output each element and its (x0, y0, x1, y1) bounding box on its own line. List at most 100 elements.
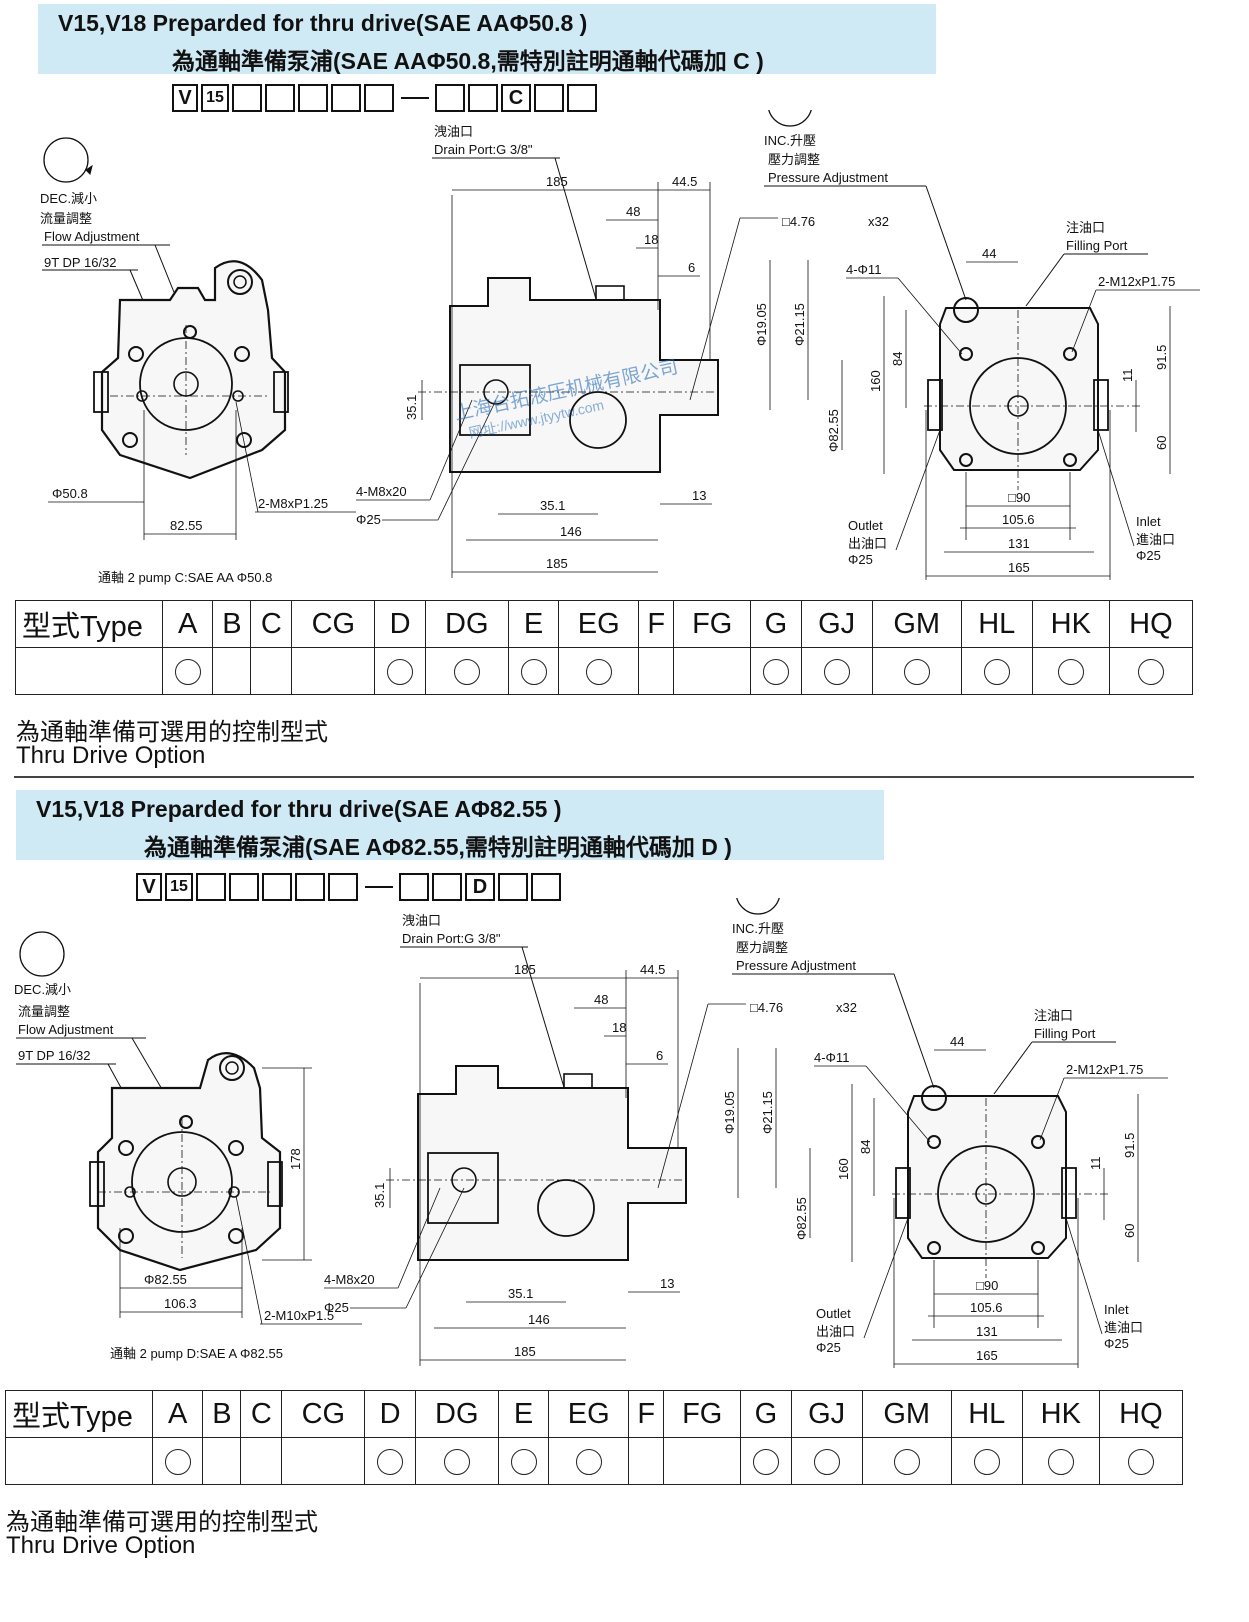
inlet-size: Φ25 (1136, 548, 1161, 563)
svg-text:Pressure Adjustment: Pressure Adjustment (736, 958, 856, 973)
type-header-cell: FG (663, 1390, 742, 1438)
code-box (498, 873, 528, 901)
type-header-cell: G (740, 1390, 792, 1438)
code-dash (365, 886, 393, 888)
type-availability-cell (507, 647, 560, 695)
type-header-cell: F (638, 600, 675, 648)
option-text-en: Thru Drive Option (6, 1532, 196, 1559)
dim-pilot: Φ50.8 (52, 486, 88, 501)
type-availability-cell (291, 647, 376, 695)
code-box (364, 84, 394, 112)
inc-label: INC.升壓 (732, 921, 784, 936)
title-line-1: V15,V18 Preparded for thru drive(SAE AAΦ… (58, 10, 588, 36)
dim-13: 13 (692, 488, 706, 503)
title-line-1: V15,V18 Preparded for thru drive(SAE AΦ8… (36, 796, 562, 822)
type-availability-cell (364, 1437, 416, 1485)
dim-bolt-span: 106.3 (164, 1296, 197, 1311)
dim-11: 11 (1120, 369, 1135, 383)
front-view: DEC.減小 流量調整 Flow Adjustment 9T DP 16/32 (14, 931, 362, 1361)
available-circle-icon (174, 658, 201, 685)
available-circle-icon (762, 658, 789, 685)
available-circle-icon (387, 658, 414, 685)
code-box (435, 84, 465, 112)
code-box-size: 15 (201, 84, 229, 112)
type-header-label: 型式Type (15, 600, 163, 648)
type-availability-cell (240, 1437, 283, 1485)
inlet-size: Φ25 (1104, 1336, 1129, 1351)
code-box (229, 873, 259, 901)
dim-131: 131 (976, 1324, 998, 1339)
dim-35-1-h: 35.1 (540, 498, 565, 513)
available-circle-icon (453, 658, 480, 685)
filling-label-en: Filling Port (1034, 1026, 1096, 1041)
type-header-cell: G (750, 600, 802, 648)
option-text-cn: 為通軸準備可選用的控制型式 (6, 1509, 318, 1536)
type-availability-cell (790, 1437, 863, 1485)
inlet-label-en: Inlet (1104, 1302, 1129, 1317)
available-circle-icon (585, 658, 612, 685)
end-view: INC.升壓 壓力調整 Pressure Adjustment 44 注油口 F… (732, 898, 1168, 1368)
type-availability-cell (673, 647, 752, 695)
svg-text:流量調整: 流量調整 (18, 1004, 70, 1019)
port-label: Φ25 (356, 512, 381, 527)
type-availability-cell (1108, 647, 1194, 695)
type-availability-cell (5, 1437, 153, 1485)
technical-drawing: DEC.減小 流量調整 Flow Adjustment 9T DP 16/32 (40, 110, 1200, 585)
dim-35-1-h: 35.1 (508, 1286, 533, 1301)
code-box (196, 873, 226, 901)
type-header-cell: C (250, 600, 293, 648)
type-availability-cell (1098, 1437, 1184, 1485)
type-header-cell: A (151, 1390, 204, 1438)
code-box-series: V (172, 84, 198, 112)
type-availability-cell (1021, 1437, 1100, 1485)
dim-19-05: Φ19.05 (754, 303, 769, 346)
dim-146: 146 (528, 1312, 550, 1327)
type-availability-cell (740, 1437, 792, 1485)
type-header-cell: GJ (790, 1390, 863, 1438)
available-circle-icon (973, 1448, 1000, 1475)
dim-105-6: 105.6 (970, 1300, 1003, 1315)
type-header-cell: DG (424, 600, 509, 648)
dec-label: DEC.減小 (14, 982, 71, 997)
inlet-label-en: Inlet (1136, 514, 1161, 529)
option-text-en: Thru Drive Option (16, 742, 206, 769)
dim-160: 160 (836, 1158, 851, 1180)
dim-18: 18 (644, 232, 658, 247)
port-label: Φ25 (324, 1300, 349, 1315)
dim-sq90: □90 (1008, 490, 1030, 505)
dim-44-5: 44.5 (640, 962, 665, 977)
code-box (232, 84, 262, 112)
code-box (328, 873, 358, 901)
dim-185-top: 185 (546, 174, 568, 189)
type-availability-cell (558, 647, 640, 695)
type-header-cell: EG (558, 600, 640, 648)
dim-91-5: 91.5 (1122, 1133, 1137, 1158)
code-box (331, 84, 361, 112)
type-availability-cell (750, 647, 802, 695)
dim-35-1-v: 35.1 (372, 1183, 387, 1208)
available-circle-icon (1137, 658, 1164, 685)
svg-text:Pressure Adjustment: Pressure Adjustment (768, 170, 888, 185)
type-header-cell: HL (960, 600, 1033, 648)
title-line-2: 為通軸準備泵浦(SAE AAΦ50.8,需特別註明通軸代碼加 C ) (172, 48, 764, 74)
type-header-cell: A (161, 600, 214, 648)
type-availability-cell (151, 1437, 204, 1485)
type-availability-cell (424, 647, 509, 695)
dim-11: 11 (1088, 1157, 1103, 1171)
dim-44-end: 44 (950, 1034, 964, 1049)
section-sae-aa: V15,V18 Preparded for thru drive(SAE AAΦ… (0, 0, 1249, 800)
dim-6: 6 (656, 1048, 663, 1063)
thread-label: 2-M8xP1.25 (258, 496, 328, 511)
code-box (399, 873, 429, 901)
code-box-thru-drive: C (501, 84, 531, 112)
type-availability-cell (202, 1437, 242, 1485)
code-box (468, 84, 498, 112)
type-header-cell: GM (861, 1390, 952, 1438)
available-circle-icon (510, 1448, 537, 1475)
title-line-2: 為通軸準備泵浦(SAE AΦ82.55,需特別註明通軸代碼加 D ) (144, 834, 732, 860)
available-circle-icon (823, 658, 850, 685)
code-box (298, 84, 328, 112)
